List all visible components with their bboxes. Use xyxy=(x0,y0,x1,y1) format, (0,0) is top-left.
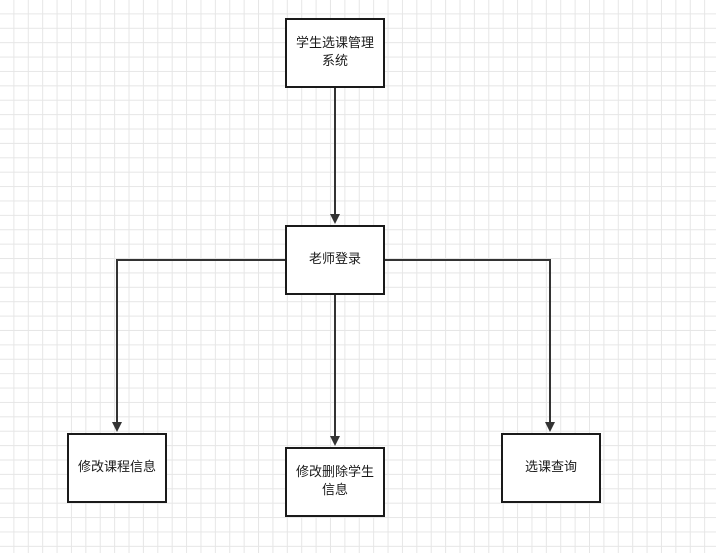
node-course-selection-query: 选课查询 xyxy=(501,433,601,503)
node-label: 学生选课管理 系统 xyxy=(295,36,374,69)
edge-login-to-edit xyxy=(112,259,285,432)
node-system-root: 学生选课管理 系统 xyxy=(285,18,385,88)
node-label: 修改课程信息 xyxy=(77,460,156,475)
node-modify-delete-student-info: 修改删除学生 信息 xyxy=(285,447,385,517)
node-label: 修改删除学生 信息 xyxy=(295,465,374,498)
node-teacher-login: 老师登录 xyxy=(285,225,385,295)
node-label: 老师登录 xyxy=(308,252,361,267)
edge-login-to-query xyxy=(385,259,555,432)
node-label: 选课查询 xyxy=(524,460,577,475)
node-modify-course-info: 修改课程信息 xyxy=(67,433,167,503)
